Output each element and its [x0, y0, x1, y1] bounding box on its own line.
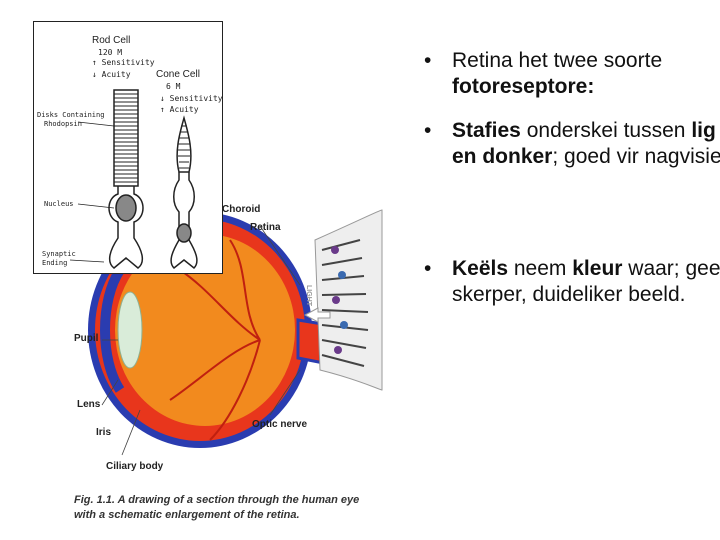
- label-retina: Retina: [250, 222, 281, 233]
- label-nucleus: Nucleus: [44, 200, 74, 208]
- cone-count: 6 M: [166, 82, 181, 91]
- retina-cells: [331, 246, 348, 354]
- retinal-vessels: [169, 239, 261, 441]
- bullet-3-bold-a: Keëls: [452, 257, 509, 280]
- label-ciliary-body: Ciliary body: [106, 461, 164, 472]
- rod-sensitivity: ↑ Sensitivity: [92, 58, 155, 67]
- label-choroid: Choroid: [222, 204, 261, 215]
- rod-acuity: ↓ Acuity: [92, 70, 131, 79]
- eye-diagram: Choroid Retina Pupil Lens Iris Ciliary b…: [60, 180, 400, 540]
- bullet-dot-icon: •: [424, 49, 432, 72]
- bullet-2-text-a: onderskei tussen: [520, 119, 692, 142]
- bullet-3-text-a: neem: [508, 257, 573, 280]
- bullet-2-bold-a: Stafies: [452, 119, 521, 142]
- figure-caption: Fig. 1.1. A drawing of a section through…: [74, 493, 374, 523]
- rod-cell: [108, 89, 144, 269]
- label-synaptic: Synaptic: [42, 250, 76, 258]
- label-rhodopsin: Rhodopsin: [44, 120, 82, 128]
- eye-illustration: [88, 209, 383, 456]
- cone-acuity: ↑ Acuity: [160, 105, 199, 114]
- rod-cell-title: Rod Cell: [92, 35, 131, 46]
- label-pupil: Pupil: [74, 333, 99, 344]
- bullet-1-bold: fotoreseptore:: [452, 75, 595, 98]
- label-disks: Disks Containing: [37, 111, 105, 119]
- iris: [100, 267, 125, 393]
- bullet-item-rods: • Stafies onderskei tussen lig en donker…: [420, 118, 720, 170]
- rod-cone-illustration: [69, 89, 198, 270]
- bullet-3-text-b: waar; gee skerper, duideliker beeld.: [452, 257, 720, 306]
- bullet-dot-icon: •: [424, 257, 432, 280]
- cone-cell-title: Cone Cell: [156, 69, 200, 80]
- eye-vitreous: [115, 234, 295, 426]
- bullet-item-retina: • Retina het twee soorte fotoreseptore:: [420, 48, 720, 100]
- cone-cell: [170, 115, 198, 270]
- label-light: LIGHT: [305, 285, 312, 306]
- caption-line-2: with a schematic enlargement of the reti…: [74, 509, 300, 521]
- rod-count: 120 M: [98, 48, 123, 57]
- rod-cone-inset: Rod Cell 120 M ↑ Sensitivity ↓ Acuity Co…: [33, 21, 223, 274]
- bullet-1-text: Retina het twee soorte: [452, 49, 663, 72]
- lens: [117, 291, 143, 369]
- bullet-3-bold-b: kleur: [572, 257, 623, 280]
- bullet-2-bold-b: lig en donker: [452, 119, 716, 168]
- light-arrow-icon: [303, 307, 331, 323]
- cone-sensitivity: ↓ Sensitivity: [160, 94, 223, 103]
- label-iris: Iris: [96, 427, 112, 438]
- caption-line-1: Fig. 1.1. A drawing of a section through…: [74, 494, 360, 506]
- bullet-item-cones: • Keëls neem kleur waar; gee skerper, du…: [420, 256, 720, 308]
- label-ending: Ending: [42, 259, 68, 267]
- retina-enlargement: [314, 209, 383, 391]
- label-lens: Lens: [77, 399, 101, 410]
- bullet-2-text-b: ; goed vir nagvisie.: [552, 145, 720, 168]
- bullet-dot-icon: •: [424, 119, 432, 142]
- label-optic-nerve: Optic nerve: [252, 419, 308, 430]
